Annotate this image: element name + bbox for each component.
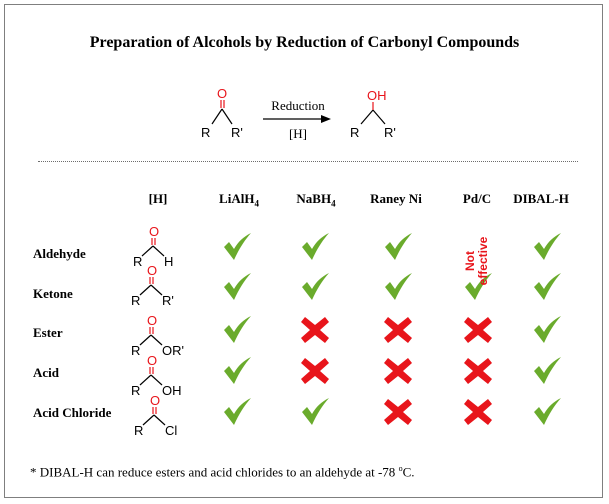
product-oh-label: OH <box>367 88 387 103</box>
check-icon-3-0 <box>224 357 251 384</box>
footnote: * DIBAL-H can reduce esters and acid chl… <box>30 464 415 480</box>
reactant-oxygen-label: O <box>217 86 227 101</box>
svg-text:O: O <box>150 393 160 408</box>
svg-text:O: O <box>147 263 157 278</box>
cross-icon-3-1 <box>301 358 329 384</box>
cross-icon-2-3 <box>464 317 492 343</box>
check-icon-2-0 <box>224 316 251 343</box>
cross-icon-2-2 <box>384 317 412 343</box>
check-icon-2-4 <box>534 316 561 343</box>
arrow-bottom-label: [H] <box>289 126 307 141</box>
not-effective-label: Not effective <box>463 236 490 286</box>
reaction-arrow <box>263 115 331 123</box>
header-raney-ni: Raney Ni <box>370 191 422 206</box>
svg-text:R': R' <box>162 293 174 308</box>
header-nabh4: NaBH4 <box>296 191 336 209</box>
svg-text:H: H <box>164 254 173 269</box>
check-icon-4-1 <box>302 398 329 425</box>
check-icon-0-4 <box>534 233 561 260</box>
svg-text:OH: OH <box>162 383 182 398</box>
svg-text:R: R <box>134 423 143 438</box>
reactant-ketone: O R R' <box>201 86 243 140</box>
cross-icon-3-3 <box>464 358 492 384</box>
page-title: Preparation of Alcohols by Reduction of … <box>89 34 520 51</box>
figure-frame <box>4 4 603 498</box>
svg-text:Cl: Cl <box>165 423 177 438</box>
row-label-aldehyde: Aldehyde <box>33 246 86 261</box>
check-icon-0-2 <box>385 233 412 260</box>
cross-icon-3-2 <box>384 358 412 384</box>
header-dibal-h: DIBAL-H <box>513 191 569 206</box>
svg-text:O: O <box>149 224 159 239</box>
svg-text:R: R <box>131 293 140 308</box>
check-icon-4-4 <box>534 398 561 425</box>
cross-icon-4-3 <box>464 399 492 425</box>
reaction-scheme: O R R' Reduction [H] OH R R' <box>201 86 396 141</box>
reactant-r-label: R <box>201 125 210 140</box>
row-label-acid-chloride: Acid Chloride <box>33 405 112 420</box>
svg-text:R: R <box>131 343 140 358</box>
ester-structure: O R OR' <box>131 313 184 358</box>
acid-chloride-structure: O R Cl <box>134 393 177 438</box>
acid-structure: O R OH <box>131 353 182 398</box>
row-label-ester: Ester <box>33 325 63 340</box>
check-icon-1-3 <box>465 273 492 300</box>
svg-text:O: O <box>147 353 157 368</box>
ketone-structure: O R R' <box>131 263 174 308</box>
cross-icon-2-1 <box>301 317 329 343</box>
svg-text:R: R <box>133 254 142 269</box>
dotted-divider <box>38 161 578 162</box>
svg-text:OR': OR' <box>162 343 184 358</box>
row-label-ketone: Ketone <box>33 286 73 301</box>
check-icon-1-1 <box>302 273 329 300</box>
arrow-top-label: Reduction <box>271 98 325 113</box>
check-icon-1-2 <box>385 273 412 300</box>
check-icon-1-0 <box>224 273 251 300</box>
product-alcohol: OH R R' <box>350 88 396 140</box>
h-column-header: [H] <box>148 191 168 206</box>
svg-text:O: O <box>147 313 157 328</box>
row-label-acid: Acid <box>33 365 59 380</box>
cross-icon-4-2 <box>384 399 412 425</box>
check-icon-1-4 <box>534 273 561 300</box>
check-icon-0-0 <box>224 233 251 260</box>
reactant-r2-label: R' <box>231 125 243 140</box>
header-pd-c: Pd/C <box>462 191 492 206</box>
check-icon-3-4 <box>534 357 561 384</box>
check-icon-4-0 <box>224 398 251 425</box>
header-lialh4: LiAlH4 <box>219 191 259 209</box>
product-r-label: R <box>350 125 359 140</box>
check-icon-0-1 <box>302 233 329 260</box>
aldehyde-structure: O R H <box>133 224 173 269</box>
product-r2-label: R' <box>384 125 396 140</box>
svg-text:R: R <box>131 383 140 398</box>
